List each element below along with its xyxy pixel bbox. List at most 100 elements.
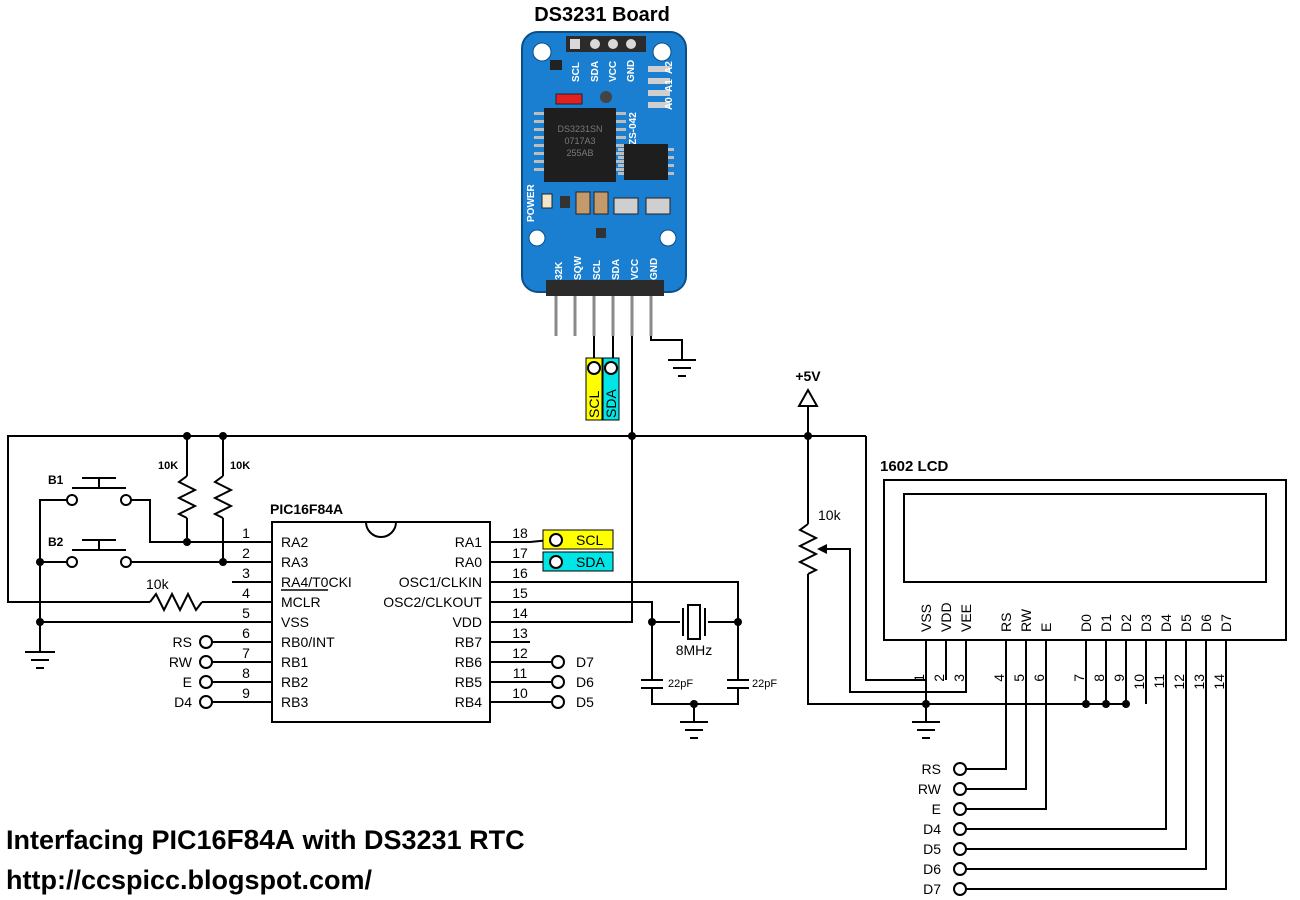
lcd-pin-number: 8: [1091, 674, 1107, 682]
mcu-pin-name: VSS: [281, 614, 309, 630]
mclr-resistor-label: 10k: [146, 576, 170, 592]
ra1-connector: [549, 533, 563, 547]
rail-to-lcd-wire: [865, 436, 926, 681]
scl-tag-label: SCL: [586, 391, 602, 418]
ra0-tag-label: SDA: [576, 554, 605, 570]
rtc-chip: DS3231SN 0717A3 255AB: [534, 108, 626, 182]
b1-wire: [131, 499, 272, 543]
lcd-pin-name: D2: [1118, 614, 1134, 632]
ra1-tag-label: SCL: [576, 532, 603, 548]
lcd-pin-number: 14: [1211, 674, 1227, 690]
header-pad: [626, 39, 636, 49]
ground-symbol-module: [668, 359, 696, 377]
mcu-ic: [271, 521, 491, 723]
top-rail-wire: [7, 435, 866, 603]
chip-marking: 255AB: [566, 148, 593, 158]
signal-label: D5: [576, 694, 594, 710]
lcd-signal-wire: [966, 660, 1007, 770]
wiper-arrow-icon: [817, 544, 827, 554]
mcu-pin-name: RB5: [455, 674, 482, 690]
lcd-signal-connector: [953, 842, 967, 856]
mcu-pin-number: 13: [512, 625, 528, 641]
lcd-signal-label: D4: [923, 821, 941, 837]
mcu-pin-name: RA3: [281, 554, 308, 570]
top-header: [566, 36, 646, 52]
bottom-pin-label: GND: [649, 258, 660, 280]
mount-hole: [532, 42, 552, 62]
mcu-pin-name: RA0: [455, 554, 482, 570]
lcd-signal-connector: [953, 802, 967, 816]
lcd-screen: [903, 493, 1267, 583]
mcu-pin-name: RB6: [455, 654, 482, 670]
pot-wiper-wire: [820, 548, 967, 693]
mcu-right-pins: 18RA117RA016OSC1/CLKIN15OSC2/CLKOUT14VDD…: [383, 525, 551, 710]
mcu-pin-number: 9: [242, 685, 250, 701]
lcd-signal-connector: [953, 882, 967, 896]
mcu-pin-name: OSC1/CLKIN: [399, 574, 482, 590]
mcu-pin-number: 14: [512, 605, 528, 621]
button-b2: [66, 539, 132, 568]
smd-part: [596, 228, 606, 238]
module-title: DS3231 Board: [534, 4, 670, 26]
lcd-signal-wire: [966, 660, 1167, 830]
mount-hole: [652, 42, 672, 62]
lcd-name: 1602 LCD: [880, 458, 949, 475]
mcu-pin-name: RA4/T0CKI: [281, 574, 352, 590]
header-pad: [590, 39, 600, 49]
lcd-pin-name: RS: [998, 613, 1014, 632]
bottom-pin-label: SQW: [573, 256, 584, 280]
lcd-pin-number: 3: [951, 674, 967, 682]
signal-label: RW: [169, 654, 193, 670]
crystal-icon: [682, 604, 706, 640]
lcd-pin-number: 7: [1071, 674, 1087, 682]
capacitor-2: [727, 679, 749, 689]
mcu-pin-name: MCLR: [281, 594, 321, 610]
header-pins: [554, 296, 653, 336]
lcd-pin-name: D7: [1218, 614, 1234, 632]
potentiometer: [797, 523, 819, 575]
mcu-pin-number: 7: [242, 645, 250, 661]
lcd-signal-connector: [953, 822, 967, 836]
lcd-signal-label: RS: [922, 761, 941, 777]
cap2-label: 22pF: [752, 678, 777, 690]
lcd-pin-name: RW: [1018, 608, 1034, 632]
cap1-label: 22pF: [668, 678, 693, 690]
footer-url: http://ccspicc.blogspot.com/: [6, 865, 373, 895]
lcd-pin-name: D1: [1098, 614, 1114, 632]
lcd-pin-number: 12: [1171, 674, 1187, 690]
sda-connector: [604, 361, 618, 375]
signal-connector: [199, 695, 213, 709]
bottom-pin-label: SDA: [611, 259, 622, 280]
lcd-pin-number: 1: [911, 674, 927, 682]
mcu-pin-number: 10: [512, 685, 528, 701]
lcd-pin-name: D3: [1138, 614, 1154, 632]
footer-title-c: with DS3231 RTC: [295, 825, 525, 855]
mcu-pin-number: 15: [512, 585, 528, 601]
footer-title: Interfacing PIC16F84A with DS3231 RTC: [6, 824, 525, 855]
mcu-pin-name: VDD: [452, 614, 482, 630]
mcu-pin-number: 17: [512, 545, 528, 561]
ground-symbol-lcd: [912, 721, 940, 739]
lcd-signal-connector: [953, 862, 967, 876]
lcd-signal-label: D7: [923, 881, 941, 897]
mcu-left-pins: 1RA22RA33RA4/T0CKI4MCLR5VSS6RB0/INT7RB18…: [232, 525, 352, 710]
mcu-pin-name: RB4: [455, 694, 482, 710]
signal-label: E: [183, 674, 192, 690]
lcd-signal-label: D5: [923, 841, 941, 857]
top-pin-label: GND: [626, 60, 637, 82]
lcd-pin-number: 9: [1111, 674, 1127, 682]
smd-array: [613, 197, 639, 215]
mcu-pin-name: OSC2/CLKOUT: [383, 594, 482, 610]
lcd-pin-number: 5: [1011, 674, 1027, 682]
capacitor-1: [641, 679, 663, 689]
mcu-pin-name: RB3: [281, 694, 308, 710]
ra0-connector: [549, 555, 563, 569]
pot-label: 10k: [818, 507, 842, 523]
mcu-pin-number: 5: [242, 605, 250, 621]
lcd-pin-name: VDD: [938, 602, 954, 632]
r2-label: 10K: [230, 460, 250, 472]
mcu-notch: [365, 521, 397, 538]
vcc-arrow-icon: [797, 387, 819, 407]
